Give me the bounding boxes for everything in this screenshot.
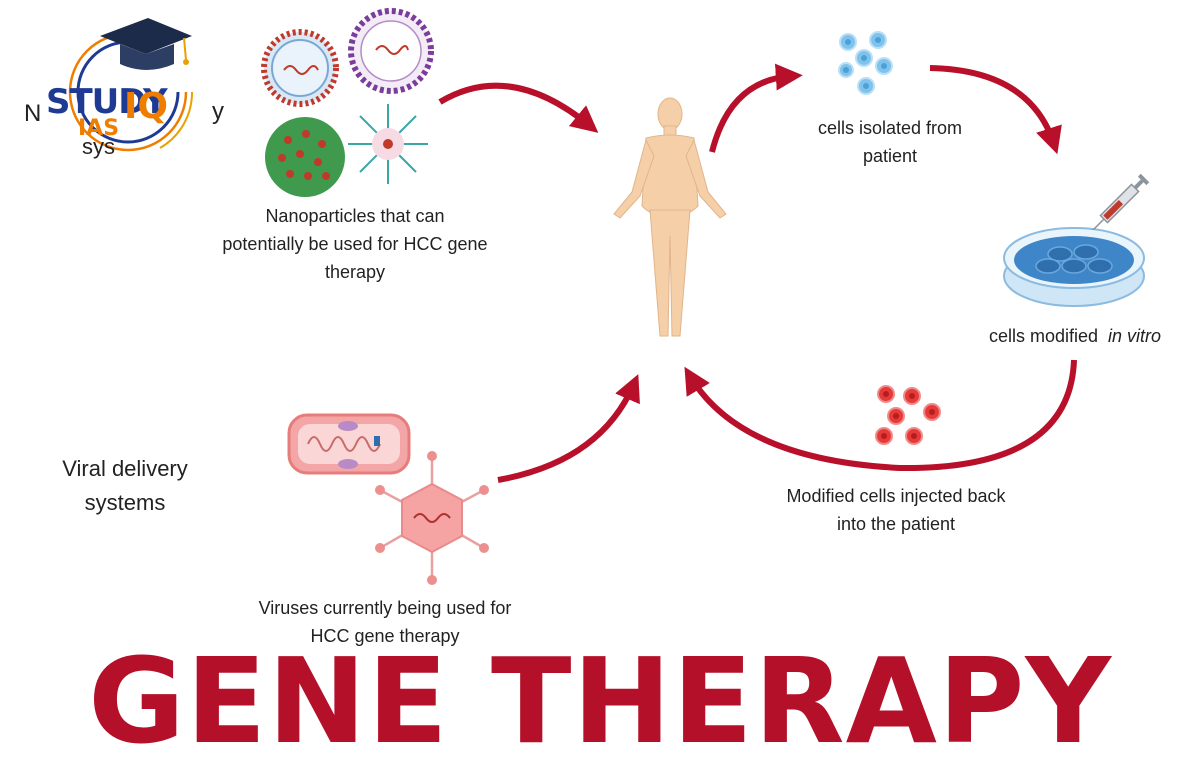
viral-delivery-label-line: Viral delivery [62, 456, 188, 481]
human-body-icon [613, 97, 727, 337]
arrow-virus-to-body [497, 374, 640, 483]
petri-dish-icon [1003, 227, 1145, 307]
nanoparticles-label-line: therapy [324, 262, 386, 282]
viral-delivery-label-line: systems [84, 490, 166, 515]
page-title: GENE THERAPY [88, 632, 1112, 770]
logo-iq-text: IQ [124, 86, 168, 127]
viral-delivery-label: Viral delivery systems [30, 452, 220, 520]
syringe-icon [1092, 173, 1150, 230]
cells-modified-text: cells modified [988, 326, 1098, 346]
logo: STUDY IAS IQ [20, 10, 220, 160]
nanoparticle-liposome-icon [261, 29, 339, 107]
nanoparticle-sphere-icon [265, 117, 345, 197]
partial-label-start: N [24, 100, 42, 127]
arrow-nanoparticles-to-body [438, 82, 599, 133]
virus-icon [375, 451, 489, 585]
nanoparticle-micelle-icon [348, 8, 434, 94]
cells-isolated-label: cells isolated from patient [790, 114, 990, 170]
partial-label-line2: sys [82, 134, 115, 159]
modified-injected-label: Modified cells injected back into the pa… [746, 482, 1046, 538]
cells-isolated-label-line: patient [862, 146, 918, 166]
modified-injected-label-line: into the patient [836, 514, 956, 534]
logo-graphic [68, 32, 194, 152]
viruses-label-line: HCC gene therapy [310, 626, 460, 646]
nanoparticles-label-line: Nanoparticles that can [265, 206, 445, 226]
nanoparticles-label-line: potentially be used for HCC gene [222, 234, 488, 254]
logo-ias-text: IAS [78, 116, 120, 141]
bacterium-icon [287, 413, 411, 475]
nanoparticle-dendrimer-icon [348, 104, 428, 184]
in-vitro-text: in vitro [1108, 326, 1162, 346]
viruses-label-line: Viruses currently being used for [258, 598, 512, 618]
modified-injected-label-line: Modified cells injected back [786, 486, 1006, 506]
graduation-cap-icon [100, 18, 192, 70]
blue-cells-icon [838, 31, 893, 95]
partial-label-end: y [212, 98, 224, 125]
cells-isolated-label-line: cells isolated from [817, 118, 963, 138]
cells-modified-label: cells modified in vitro [960, 322, 1190, 350]
red-cells-icon [875, 385, 941, 445]
viruses-label: Viruses currently being used for HCC gen… [220, 594, 550, 650]
logo-study-text: STUDY [46, 82, 168, 122]
nanoparticles-label: Nanoparticles that can potentially be us… [190, 202, 520, 286]
